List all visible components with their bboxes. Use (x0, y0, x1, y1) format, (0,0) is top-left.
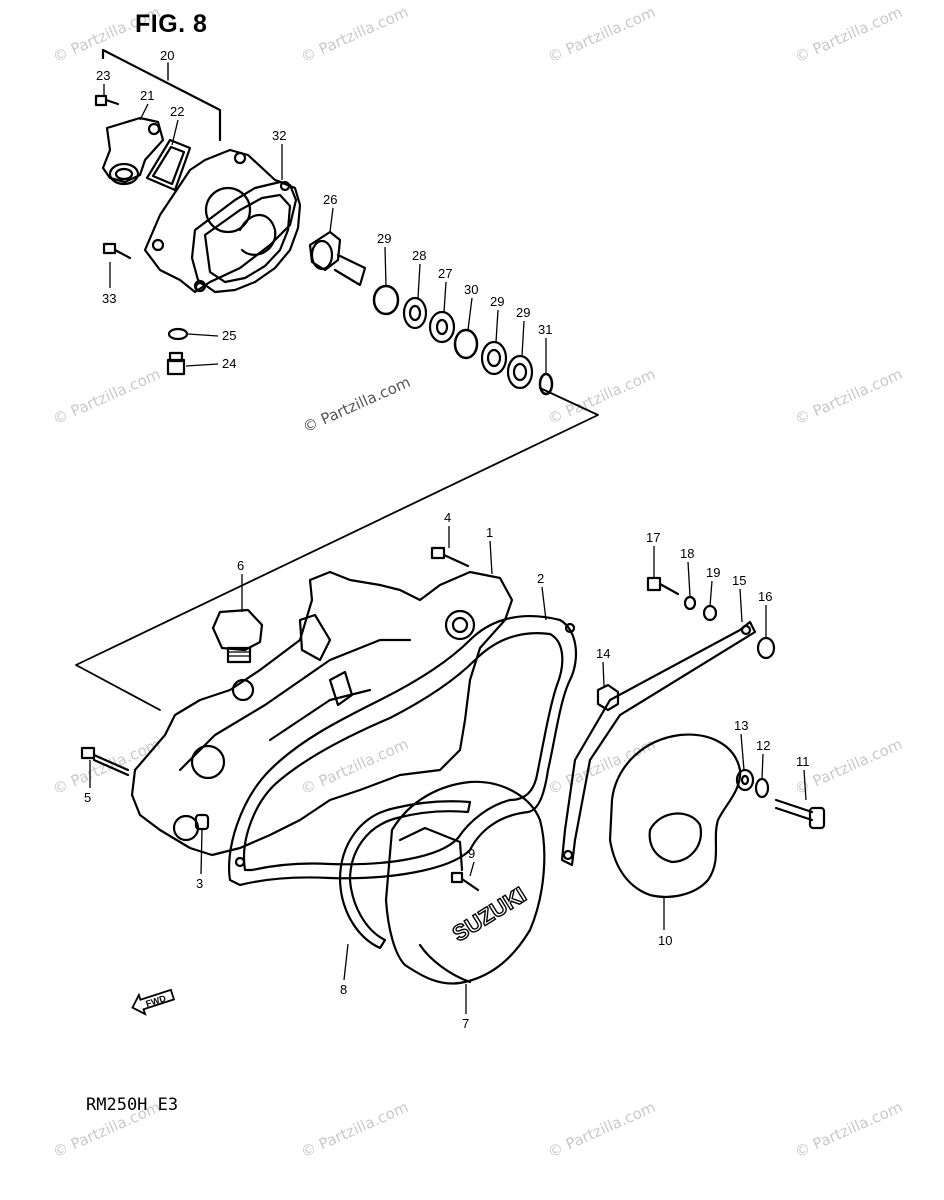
callout-26: 26 (323, 192, 337, 207)
magneto-cover-gasket-8 (338, 800, 472, 950)
callout-20: 20 (160, 48, 174, 63)
thermostat-housing (101, 116, 165, 186)
callout-27: 27 (438, 266, 452, 281)
callout-17: 17 (646, 530, 660, 545)
washer-12 (754, 777, 770, 799)
callout-19: 19 (706, 565, 720, 580)
callout-23: 23 (96, 68, 110, 83)
pump-cover-gasket (190, 180, 302, 294)
svg-text:FWD: FWD (145, 993, 168, 1009)
washer-13 (735, 768, 755, 792)
bolt-4 (430, 546, 470, 568)
drain-bolt-24 (166, 351, 186, 376)
callout-21: 21 (140, 88, 154, 103)
bolt-33 (102, 242, 132, 260)
callout-1: 1 (486, 525, 493, 540)
housing-gasket (145, 138, 192, 192)
water-pump-body (143, 148, 298, 294)
bolt-23 (94, 94, 120, 107)
callout-22: 22 (170, 104, 184, 119)
fwd-arrow-icon: FWD (131, 988, 176, 1016)
model-code: RM250H E3 (86, 1095, 179, 1115)
dowel-3 (194, 813, 210, 831)
clutch-cover-gasket (228, 614, 577, 887)
washer-19 (702, 604, 718, 622)
shaft-bearings-and-seals (372, 284, 554, 396)
bolt-11 (774, 798, 826, 830)
clutch-cover (130, 570, 514, 857)
washer-25 (167, 327, 189, 341)
nut-14 (596, 683, 620, 712)
callout-8: 8 (340, 982, 347, 997)
magneto-cover-7 (384, 780, 546, 985)
callout-7: 7 (462, 1016, 469, 1031)
svg-text:SUZUKI: SUZUKI (448, 882, 531, 947)
callout-4: 4 (444, 510, 451, 525)
pump-impeller-shaft (308, 230, 367, 287)
callout-13: 13 (734, 718, 748, 733)
callout-12: 12 (756, 738, 770, 753)
callout-16: 16 (758, 589, 772, 604)
callout-5: 5 (84, 790, 91, 805)
screw-9 (450, 871, 480, 892)
leader-lines (89, 84, 807, 1014)
callout-24: 24 (222, 356, 236, 371)
callout-31: 31 (538, 322, 552, 337)
pump-group-bracket (101, 48, 222, 142)
callout-33: 33 (102, 291, 116, 306)
bolt-17 (646, 576, 680, 596)
chain-guard-10 (608, 733, 742, 898)
callout-labels: 20 23 21 22 32 26 29 28 27 30 29 29 31 3… (84, 48, 810, 1031)
collar-16 (756, 636, 776, 660)
callout-30-b: 30 (464, 282, 478, 297)
figure-title: FIG. 8 (135, 10, 208, 38)
callout-10: 10 (658, 933, 672, 948)
chain-guard-bracket-15 (560, 620, 757, 867)
callout-30-a: 29 (377, 231, 391, 246)
callout-2: 2 (537, 571, 544, 586)
callout-32: 32 (272, 128, 286, 143)
washer-18 (683, 595, 697, 611)
callout-29-b: 29 (516, 305, 530, 320)
callout-28: 28 (412, 248, 426, 263)
suzuki-logo: SUZUKI (447, 881, 531, 947)
callout-6: 6 (237, 558, 244, 573)
callout-3: 3 (196, 876, 203, 891)
callout-11: 11 (796, 754, 810, 769)
bolt-5 (80, 746, 130, 777)
callout-18: 18 (680, 546, 694, 561)
filler-cap-6 (211, 608, 264, 664)
pump-assembly-enclosure (75, 387, 599, 711)
callout-15: 15 (732, 573, 746, 588)
callout-29-a: 29 (490, 294, 504, 309)
callout-25: 25 (222, 328, 236, 343)
callout-9: 9 (468, 846, 475, 861)
callout-14: 14 (596, 646, 610, 661)
